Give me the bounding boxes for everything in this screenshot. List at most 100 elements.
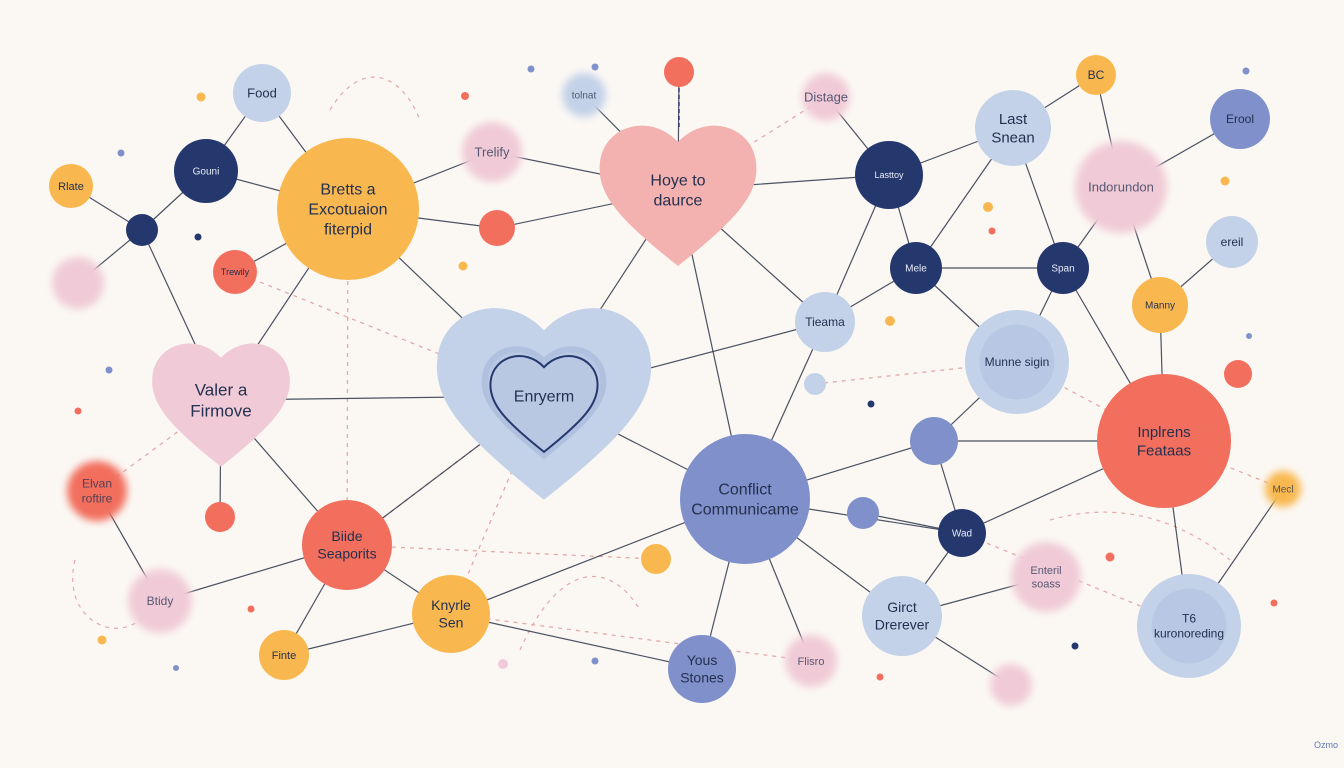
node-mele[interactable]: Mele: [890, 242, 942, 294]
decor-dot-10: [988, 227, 996, 235]
node-small-navy-left-shape: [126, 214, 158, 246]
node-red-right[interactable]: [1224, 360, 1252, 388]
node-tieama[interactable]: Tieama: [795, 292, 855, 352]
node-yous-shape: [668, 635, 736, 703]
node-peri-mid[interactable]: [910, 417, 958, 465]
dashed-edge-trewily-enryerm: [234, 271, 545, 397]
node-btidy[interactable]: Btidy: [128, 569, 192, 633]
node-red-top[interactable]: [664, 57, 694, 87]
node-peri-small[interactable]: [847, 497, 879, 529]
node-food-shape: [233, 64, 291, 122]
node-munne[interactable]: Munne sigin: [965, 310, 1069, 414]
node-small-navy-left[interactable]: [126, 214, 158, 246]
node-orange-small-shape: [641, 544, 671, 574]
node-red-low-left-shape: [205, 502, 235, 532]
edge-knyrle-yous: [450, 613, 703, 670]
node-conflict-shape: [680, 434, 810, 564]
node-enteril-shape: [1011, 542, 1081, 612]
dashed-edge-light-blue-small-munne: [814, 361, 1018, 385]
node-erool[interactable]: Erool: [1210, 89, 1270, 149]
dashed-arc-2: [519, 575, 641, 651]
node-pink-bottom[interactable]: [990, 664, 1032, 706]
node-peri-small-shape: [847, 497, 879, 529]
decor-dot-12: [867, 400, 875, 408]
decor-dot-25: [876, 673, 884, 681]
node-enryerm-inner-outline: [489, 355, 599, 454]
node-tolnat-label: tolnat: [572, 91, 597, 102]
node-manny[interactable]: Manny: [1132, 277, 1188, 333]
node-lasttoy-label: Lasttoy: [874, 170, 904, 180]
node-lasttoy-shape: [855, 141, 923, 209]
decor-dot-24: [591, 657, 599, 665]
node-gouni-label: Gouni: [193, 167, 220, 178]
node-finte-label: Finte: [272, 650, 296, 662]
node-enryerm[interactable]: Enryerm: [436, 308, 652, 500]
node-wad-label: Wad: [952, 529, 972, 540]
node-bc-shape: [1076, 55, 1116, 95]
corner-mark: Ozmo: [1313, 740, 1338, 750]
node-valer-shape: [152, 343, 290, 467]
node-trewily[interactable]: Trewily: [213, 250, 257, 294]
decor-dot-9: [983, 202, 993, 212]
node-span-shape: [1037, 242, 1089, 294]
node-trewily-shape: [213, 250, 257, 294]
node-erool-label: Erool: [1226, 112, 1254, 126]
node-light-blue-small[interactable]: [804, 373, 826, 395]
node-orange-small[interactable]: [641, 544, 671, 574]
node-mecl[interactable]: Mecl: [1265, 471, 1301, 507]
node-span[interactable]: Span: [1037, 242, 1089, 294]
node-food[interactable]: Food: [233, 64, 291, 122]
node-gouni[interactable]: Gouni: [174, 139, 238, 203]
node-flisro[interactable]: Flisro: [785, 635, 837, 687]
node-rlate-label: Rlate: [58, 181, 84, 193]
node-mecl-shape: [1265, 471, 1301, 507]
decor-dot-13: [1220, 176, 1230, 186]
node-red-low-left[interactable]: [205, 502, 235, 532]
node-lasttoy[interactable]: Lasttoy: [855, 141, 923, 209]
node-trelify-shape: [462, 122, 522, 182]
decor-dot-17: [1071, 642, 1079, 650]
node-finte[interactable]: Finte: [259, 630, 309, 680]
node-light-blue-small-shape: [804, 373, 826, 395]
decor-dot-2: [461, 92, 469, 100]
node-red-mid[interactable]: [479, 210, 515, 246]
node-bc[interactable]: BC: [1076, 55, 1116, 95]
node-trelify[interactable]: Trelify: [462, 122, 522, 182]
node-enryerm-label: Enryerm: [514, 389, 574, 406]
node-pink-blur-left-shape: [52, 257, 104, 309]
node-indorundon[interactable]: Indorundon: [1075, 141, 1167, 233]
decor-dot-7: [105, 366, 113, 374]
node-mecl-label: Mecl: [1272, 485, 1293, 496]
node-ereil[interactable]: ereil: [1206, 216, 1258, 268]
node-tolnat[interactable]: tolnat: [562, 73, 606, 117]
node-mele-label: Mele: [905, 264, 927, 275]
node-peri-mid-shape: [910, 417, 958, 465]
node-ereil-shape: [1206, 216, 1258, 268]
node-pink-blur-left[interactable]: [52, 257, 104, 309]
decorative-dot-group: [74, 63, 1278, 681]
node-red-right-shape: [1224, 360, 1252, 388]
node-wad[interactable]: Wad: [938, 509, 986, 557]
node-rlate[interactable]: Rlate: [49, 164, 93, 208]
decor-dot-1: [117, 149, 125, 157]
decor-dot-23: [498, 659, 508, 669]
decor-dot-8: [74, 407, 82, 415]
node-distage[interactable]: Distage: [802, 73, 850, 121]
